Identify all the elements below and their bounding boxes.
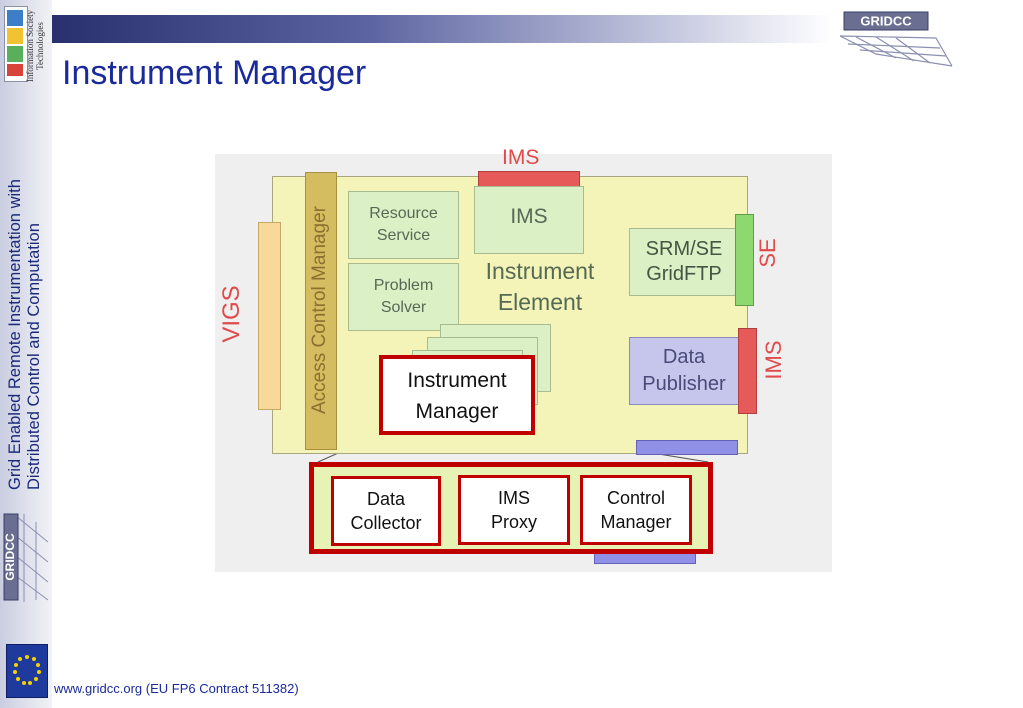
instrument-manager-line-1: Instrument xyxy=(407,369,507,392)
header-bar xyxy=(52,15,832,43)
gridcc-side-logo: GRIDCC xyxy=(2,512,50,604)
data-collector-line-1: Data xyxy=(366,489,406,509)
vigs-interface-bar xyxy=(258,222,281,410)
eu-flag-icon xyxy=(6,644,48,698)
instrument-element-line-1: Instrument xyxy=(485,258,595,284)
ims-proxy-line-2: Proxy xyxy=(490,512,537,532)
se-label: SE xyxy=(755,238,780,268)
data-publisher-box: Data Publisher xyxy=(629,337,739,405)
ims-proxy-line-1: IMS xyxy=(497,488,530,508)
ims-proxy-box: IMS Proxy xyxy=(458,475,570,545)
resource-service-line-1: Resource xyxy=(369,205,438,222)
access-control-manager-label: Access Control Manager xyxy=(309,205,330,415)
problem-solver-line-1: Problem xyxy=(373,277,434,294)
ims-box: IMS xyxy=(474,186,584,254)
vigs-label: VIGS xyxy=(218,285,245,343)
gridcc-header-logo-text: GRIDCC xyxy=(860,13,912,28)
page-title: Instrument Manager xyxy=(62,54,367,92)
ist-logo xyxy=(4,6,28,82)
ims-box-label: IMS xyxy=(510,205,548,228)
resource-service-line-2: Service xyxy=(376,227,431,244)
instrument-manager-line-2: Manager xyxy=(415,400,499,423)
vertical-project-title: Grid Enabled Remote Instrumentation with… xyxy=(0,118,52,498)
instrument-element-label: Instrument Element xyxy=(470,256,610,318)
data-publisher-ims-bar xyxy=(738,328,757,414)
resource-service-box: Resource Service xyxy=(348,191,459,259)
ims-top-label: IMS xyxy=(502,146,540,169)
control-manager-line-2: Manager xyxy=(600,512,672,532)
control-manager-line-1: Control xyxy=(606,488,666,508)
problem-solver-line-2: Solver xyxy=(380,299,427,316)
data-collector-box: Data Collector xyxy=(331,476,441,546)
ims-right-label: IMS xyxy=(761,340,786,380)
data-publisher-line-2: Publisher xyxy=(642,373,726,395)
footer-contract-text: www.gridcc.org (EU FP6 Contract 511382) xyxy=(54,681,299,696)
vertical-title-line-1: Grid Enabled Remote Instrumentation with xyxy=(6,179,24,490)
interface-bar-blue-upper xyxy=(636,440,738,455)
access-control-manager-bar xyxy=(305,172,337,450)
data-publisher-line-1: Data xyxy=(662,346,706,368)
problem-solver-box: Problem Solver xyxy=(348,263,459,331)
data-collector-line-2: Collector xyxy=(350,513,422,533)
ims-top-interface-bar xyxy=(478,171,580,187)
control-manager-box: Control Manager xyxy=(580,475,692,545)
vertical-title-line-2: Distributed Control and Computation xyxy=(25,223,43,490)
srm-se-line-2: GridFTP xyxy=(646,263,722,285)
gridcc-side-logo-text: GRIDCC xyxy=(3,533,17,581)
instrument-manager-box: Instrument Manager xyxy=(379,355,535,435)
se-interface-bar xyxy=(735,214,754,306)
gridcc-header-logo: GRIDCC xyxy=(836,8,956,70)
srm-se-gridftp-box: SRM/SE GridFTP xyxy=(629,228,739,296)
instrument-element-line-2: Element xyxy=(497,289,583,315)
srm-se-line-1: SRM/SE xyxy=(645,238,723,260)
